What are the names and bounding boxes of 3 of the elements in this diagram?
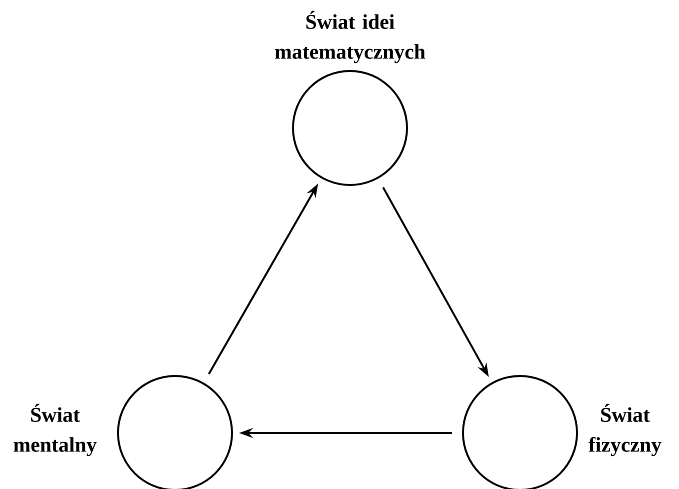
node-label: Świat mentalny bbox=[14, 404, 97, 456]
node-label: Świat idei matematycznych bbox=[275, 10, 426, 64]
node-label: Świat fizyczny bbox=[588, 404, 662, 456]
